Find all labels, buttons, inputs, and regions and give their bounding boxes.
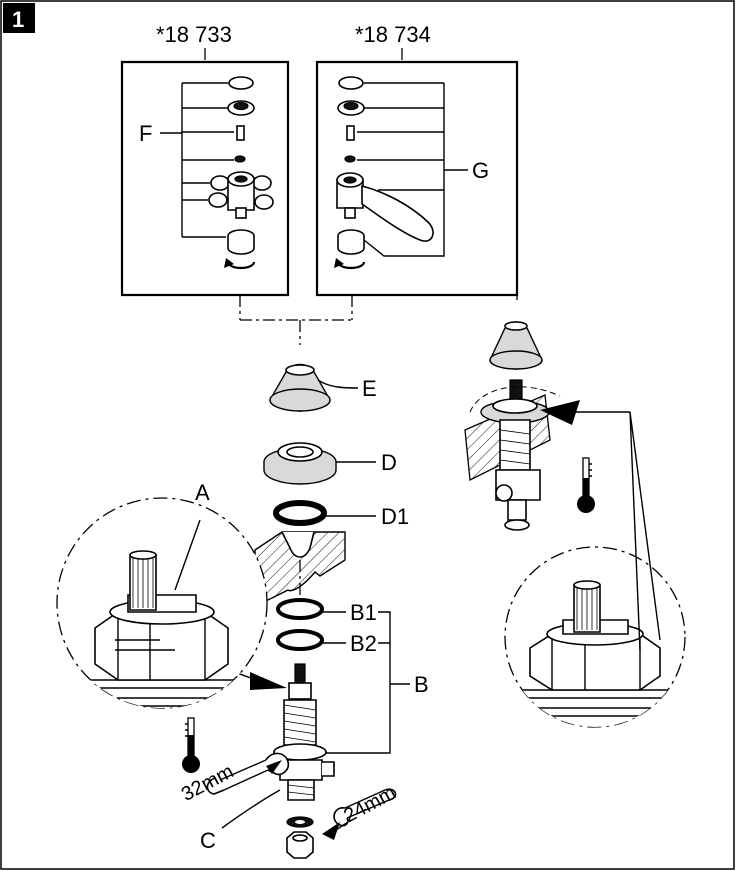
callout-g: G [472, 158, 489, 183]
thermometer-icon-right [577, 457, 595, 513]
callout-b: B [414, 672, 429, 697]
variant-box-left: *18 733 F [120, 22, 290, 320]
step-badge: 1 [3, 3, 35, 33]
callout-d: D [381, 450, 397, 475]
callout-d1: D1 [381, 504, 409, 529]
callout-a: A [195, 480, 210, 505]
detail-circle-a: A [56, 480, 268, 709]
variant-code-right: *18 734 [355, 22, 431, 47]
ring-b2: B2 [276, 629, 377, 656]
thermometer-icon [182, 717, 200, 773]
cap-e: E [269, 363, 377, 412]
callout-c: C [200, 828, 216, 853]
installed-valve [464, 321, 630, 531]
callout-f: F [139, 121, 152, 146]
cross-handle [208, 171, 274, 219]
step-number: 1 [12, 7, 24, 32]
callout-e: E [362, 376, 377, 401]
ring-b1: B1 [276, 598, 377, 625]
lever-handle [336, 172, 434, 242]
callout-b1: B1 [350, 600, 377, 625]
pointer-arrow-icon-right [540, 400, 580, 425]
valve-body [273, 663, 335, 801]
variant-box-right: *18 734 G [315, 22, 519, 320]
nut-c [286, 816, 314, 859]
seal-d1: D1 [273, 500, 409, 529]
countertop-section [254, 531, 346, 608]
callout-b2: B2 [350, 631, 377, 656]
detail-circle-right [504, 411, 686, 728]
flange-d: D [263, 442, 397, 485]
variant-code-left: *18 733 [156, 22, 232, 47]
